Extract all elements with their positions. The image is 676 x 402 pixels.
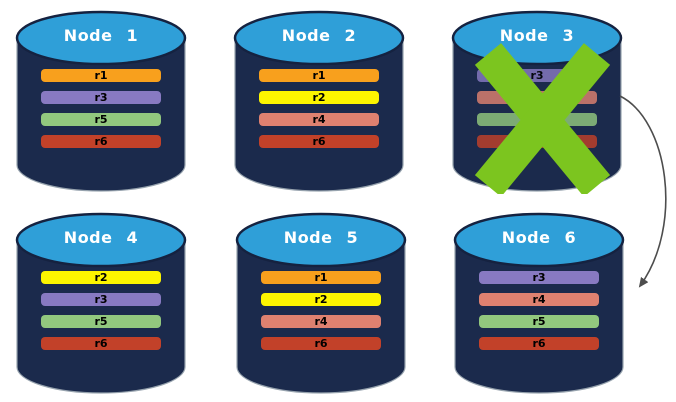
cylinder-top [15, 212, 187, 268]
replica-row-label: r5 [530, 113, 544, 126]
node-title: Node 5 [283, 228, 359, 247]
replica-row: r1 [259, 69, 379, 82]
replica-rows: r1 r3 r5 r6 [41, 69, 161, 157]
replica-row-label: r5 [532, 315, 546, 328]
replica-row-label: r3 [530, 69, 544, 82]
replica-row: r2 [41, 271, 161, 284]
replica-row: r6 [41, 135, 161, 148]
database-node-6: Node 6 r3 r4 r5 r6 [452, 210, 626, 396]
cylinder-top [15, 10, 187, 66]
node-title: Node 1 [63, 26, 139, 45]
replica-rows: r3 r4 r5 r6 [479, 271, 599, 359]
replica-rows: r1 r2 r4 r6 [261, 271, 381, 359]
replica-row-label: r3 [94, 91, 108, 104]
replica-row: r5 [479, 315, 599, 328]
replica-row: r5 [41, 315, 161, 328]
replica-row: r4 [479, 293, 599, 306]
node-title: Node 2 [281, 26, 357, 45]
replica-row-label: r2 [94, 271, 108, 284]
replica-row-label: r2 [314, 293, 328, 306]
replica-row-label: r6 [94, 337, 108, 350]
replica-row-label: r5 [94, 113, 108, 126]
replica-row: r4 [259, 113, 379, 126]
replica-row: r2 [259, 91, 379, 104]
replica-row-label: r1 [314, 271, 328, 284]
replica-row-label: r6 [312, 135, 326, 148]
database-node-4: Node 4 r2 r3 r5 r6 [14, 210, 188, 396]
replica-row: r1 [261, 271, 381, 284]
replica-row: r6 [477, 135, 597, 148]
replica-rows: r1 r2 r4 r6 [259, 69, 379, 157]
replica-row: r3 [41, 91, 161, 104]
replica-row: r1 [41, 69, 161, 82]
replica-row-label: r1 [94, 69, 108, 82]
replica-row-label: r4 [312, 113, 326, 126]
replica-row: r3 [41, 293, 161, 306]
replica-row-label: r3 [94, 293, 108, 306]
cylinder-top [235, 212, 407, 268]
replica-row: r4 [477, 91, 597, 104]
replica-rows: r2 r3 r5 r6 [41, 271, 161, 359]
replica-row: r5 [477, 113, 597, 126]
cylinder-top [233, 10, 405, 66]
replica-row-label: r2 [312, 91, 326, 104]
replica-row: r3 [477, 69, 597, 82]
replica-row: r6 [41, 337, 161, 350]
node-title: Node 6 [501, 228, 577, 247]
replica-row: r4 [261, 315, 381, 328]
replica-row-label: r3 [532, 271, 546, 284]
replica-row: r6 [479, 337, 599, 350]
replica-row-label: r6 [532, 337, 546, 350]
replica-row-label: r6 [314, 337, 328, 350]
replica-row: r6 [259, 135, 379, 148]
database-node-1: Node 1 r1 r3 r5 r6 [14, 8, 188, 194]
database-node-3: Node 3 r3 r4 r5 r6 [450, 8, 624, 194]
replica-row: r2 [261, 293, 381, 306]
database-node-5: Node 5 r1 r2 r4 r6 [234, 210, 408, 396]
database-node-2: Node 2 r1 r2 r4 r6 [232, 8, 406, 194]
node-title: Node 4 [63, 228, 139, 247]
replica-row-label: r4 [314, 315, 328, 328]
replica-row-label: r5 [94, 315, 108, 328]
replica-row-label: r1 [312, 69, 326, 82]
replica-row: r3 [479, 271, 599, 284]
replica-row-label: r4 [530, 91, 544, 104]
replica-row-label: r6 [94, 135, 108, 148]
replica-row: r5 [41, 113, 161, 126]
replica-row-label: r4 [532, 293, 546, 306]
replica-rows: r3 r4 r5 r6 [477, 69, 597, 157]
replica-row: r6 [261, 337, 381, 350]
node-title: Node 3 [499, 26, 575, 45]
replica-row-label: r6 [530, 135, 544, 148]
